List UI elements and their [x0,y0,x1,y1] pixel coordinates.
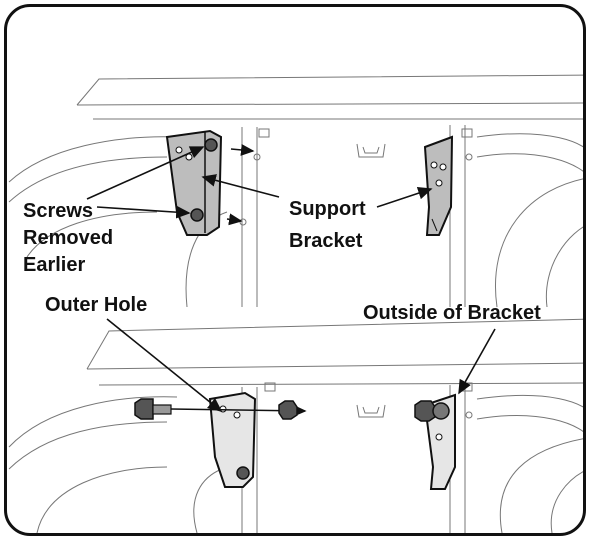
label-screws: Screws [23,200,93,222]
label-support: Support [289,198,366,220]
support-bracket-left-top [165,129,223,236]
nut-icon [414,400,436,422]
screw-icon [190,208,204,222]
label-removed: Removed [23,227,113,249]
screw-icon [236,466,250,480]
nut-icon [278,400,298,420]
illustration-frame: Screws Removed Earlier Support Bracket [4,4,586,536]
label-bracket: Bracket [289,230,363,252]
label-outside-of-bracket: Outside of Bracket [363,302,541,324]
support-bracket-right-bottom [414,393,456,490]
label-earlier: Earlier [23,254,85,276]
installation-diagram: Screws Removed Earlier Support Bracket [8,74,583,533]
top-panel-drawing [8,74,583,308]
bottom-panel-drawing [8,318,583,533]
screw-icon [204,138,218,152]
bolt-icon [134,398,172,420]
label-outer-hole: Outer Hole [45,294,147,316]
support-bracket-right-top [423,135,454,236]
bolt-head-icon [432,402,450,420]
